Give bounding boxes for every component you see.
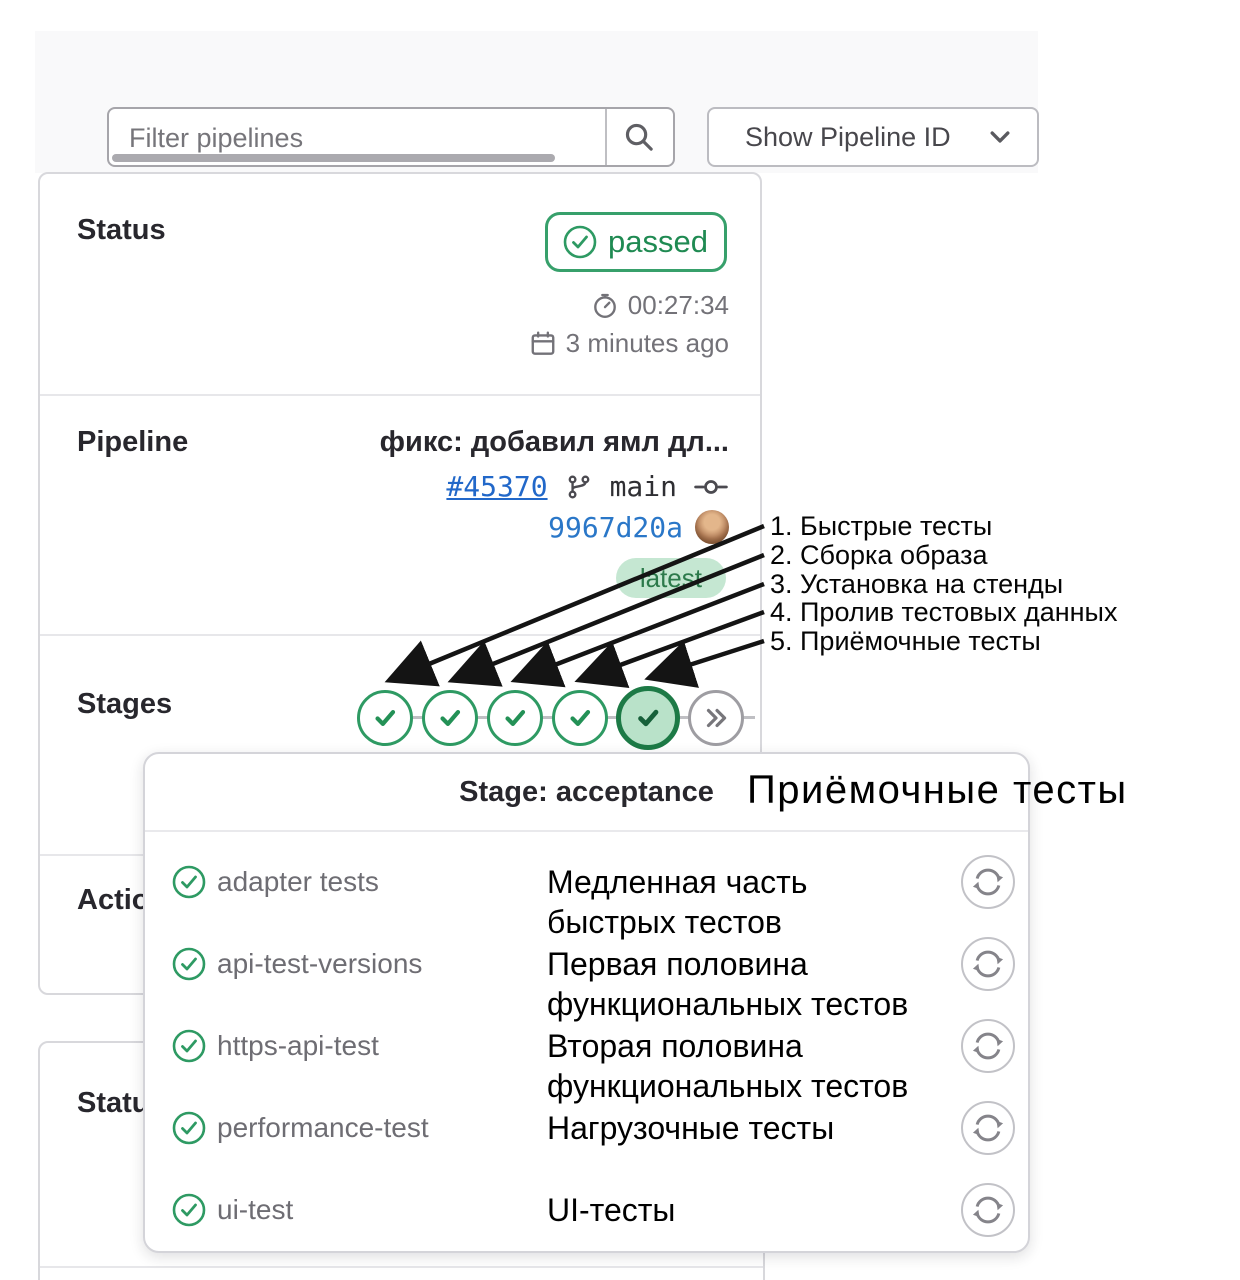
annotation-stage-4: 4. Пролив тестовых данных bbox=[770, 597, 1118, 627]
job-success-icon bbox=[172, 865, 206, 899]
job-name[interactable]: adapter tests bbox=[217, 866, 379, 897]
chevrons-right-icon bbox=[706, 708, 727, 728]
stages-label: Stages bbox=[77, 688, 173, 720]
duration-text: 00:27:34 bbox=[627, 290, 729, 320]
branch-name[interactable]: main bbox=[609, 470, 677, 503]
status-badge-passed[interactable]: passed bbox=[545, 212, 727, 272]
job-description: UI-тесты bbox=[547, 1192, 676, 1228]
annotation-stage-3: 3. Установка на стенды bbox=[770, 569, 1064, 599]
job-description: Первая половина функциональных тестов bbox=[547, 946, 909, 1022]
popover-annotation: Приёмочные тесты bbox=[747, 768, 1128, 812]
job-description: Медленная часть быстрых тестов bbox=[547, 864, 808, 940]
stage-circle-5-acceptance[interactable] bbox=[616, 686, 680, 750]
show-pipeline-id-dropdown[interactable]: Show Pipeline ID bbox=[707, 107, 1039, 167]
divider bbox=[145, 830, 1028, 832]
job-row: api-test-versions Первая половина функци… bbox=[145, 937, 1028, 1022]
commit-title[interactable]: фикс: добавил ямл дл... bbox=[379, 426, 729, 458]
latest-badge: latest bbox=[615, 558, 726, 598]
job-success-icon bbox=[172, 1111, 206, 1145]
job-description: Вторая половина функциональных тестов bbox=[547, 1028, 909, 1104]
retry-job-button[interactable] bbox=[961, 1183, 1015, 1237]
check-circle-icon bbox=[563, 225, 597, 259]
job-row: ui-test UI-тесты bbox=[145, 1183, 1028, 1237]
check-icon bbox=[638, 709, 659, 727]
author-avatar[interactable] bbox=[695, 510, 729, 544]
job-name[interactable]: ui-test bbox=[217, 1194, 294, 1225]
retry-icon bbox=[972, 1032, 1004, 1060]
annotation-stage-1: 1. Быстрые тесты bbox=[770, 511, 993, 541]
stage-circle-4[interactable] bbox=[552, 690, 608, 746]
job-name[interactable]: performance-test bbox=[217, 1112, 429, 1143]
divider bbox=[40, 634, 760, 636]
retry-job-button[interactable] bbox=[961, 1101, 1015, 1155]
commit-icon bbox=[694, 479, 728, 494]
divider bbox=[40, 394, 760, 396]
search-icon bbox=[625, 123, 653, 151]
job-description: Нагрузочные тесты bbox=[547, 1110, 835, 1146]
job-success-icon bbox=[172, 947, 206, 981]
retry-icon bbox=[972, 1114, 1004, 1142]
finished-text: 3 minutes ago bbox=[565, 328, 729, 358]
pipeline-meta-line: #45370 main bbox=[446, 470, 729, 503]
retry-icon bbox=[972, 868, 1004, 896]
stage-popover: Stage: acceptance Приёмочные тесты adapt… bbox=[143, 752, 1126, 1253]
chevron-down-icon bbox=[990, 131, 1010, 143]
annotation-stage-5: 5. Приёмочные тесты bbox=[770, 626, 1041, 656]
retry-job-button[interactable] bbox=[961, 1019, 1015, 1073]
dropdown-label: Show Pipeline ID bbox=[745, 121, 951, 152]
retry-icon bbox=[972, 950, 1004, 978]
job-row: performance-test Нагрузочные тесты bbox=[145, 1101, 1028, 1155]
filter-scroll-indicator bbox=[112, 154, 555, 162]
check-icon bbox=[570, 710, 591, 726]
calendar-icon bbox=[531, 331, 555, 355]
search-button[interactable] bbox=[613, 116, 665, 158]
retry-icon bbox=[972, 1196, 1004, 1224]
job-name[interactable]: https-api-test bbox=[217, 1030, 379, 1061]
toolbar: Show Pipeline ID bbox=[35, 31, 1039, 173]
branch-icon bbox=[568, 475, 589, 498]
check-icon bbox=[505, 710, 526, 726]
pipeline-id-link[interactable]: #45370 bbox=[446, 470, 548, 503]
job-name[interactable]: api-test-versions bbox=[217, 948, 423, 979]
stage-circle-3[interactable] bbox=[487, 690, 543, 746]
stage-circle-2[interactable] bbox=[422, 690, 478, 746]
stage-more-button[interactable] bbox=[688, 690, 744, 746]
check-icon bbox=[440, 710, 461, 726]
retry-job-button[interactable] bbox=[961, 855, 1015, 909]
stage-circle-1[interactable] bbox=[357, 690, 413, 746]
divider bbox=[605, 109, 607, 165]
job-row: https-api-test Вторая половина функциона… bbox=[145, 1019, 1028, 1104]
popover-title: Stage: acceptance bbox=[459, 776, 714, 808]
finished-line: 3 minutes ago bbox=[529, 328, 729, 359]
commit-sha-link[interactable]: 9967d20a bbox=[548, 510, 683, 544]
divider bbox=[40, 1266, 763, 1268]
timer-icon bbox=[593, 293, 616, 318]
annotation-stage-2: 2. Сборка образа bbox=[770, 540, 988, 570]
commit-line: 9967d20a bbox=[548, 510, 729, 544]
job-success-icon bbox=[172, 1029, 206, 1063]
pipeline-label: Pipeline bbox=[77, 426, 189, 458]
filter-pipelines-box bbox=[107, 107, 675, 167]
job-row: adapter tests Медленная часть быстрых те… bbox=[145, 855, 1028, 940]
status-badge-text: passed bbox=[608, 224, 708, 259]
duration-line: 00:27:34 bbox=[591, 290, 729, 321]
status-label: Status bbox=[77, 214, 166, 246]
check-icon bbox=[375, 710, 396, 726]
job-success-icon bbox=[172, 1193, 206, 1227]
retry-job-button[interactable] bbox=[961, 937, 1015, 991]
